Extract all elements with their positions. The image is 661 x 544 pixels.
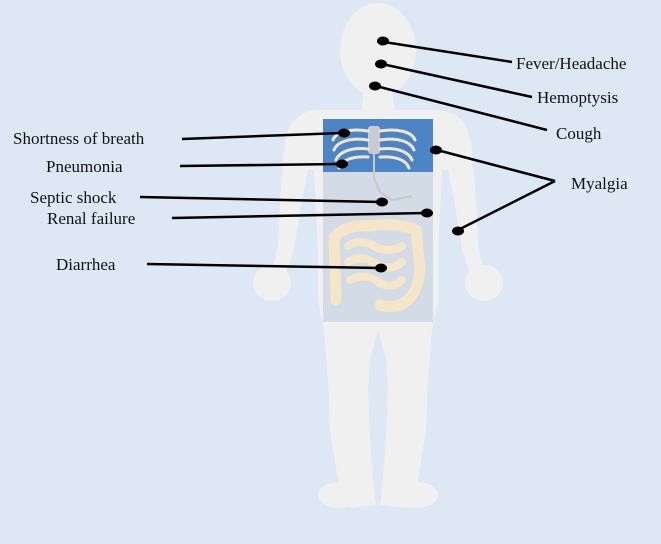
marker-fever-headache (377, 36, 389, 46)
connector-lines (139, 40, 556, 270)
label-shortness-of-breath: Shortness of breath (13, 129, 145, 148)
label-renal-failure: Renal failure (47, 209, 135, 228)
label-myalgia: Myalgia (571, 174, 628, 193)
label-septic-shock: Septic shock (30, 188, 117, 207)
marker-pneumonia (336, 159, 348, 169)
esophagus (373, 154, 413, 202)
label-cough: Cough (556, 124, 602, 143)
symptom-markers (336, 36, 464, 273)
marker-hemoptysis (375, 59, 387, 69)
label-fever-headache: Fever/Headache (516, 54, 626, 73)
label-pneumonia: Pneumonia (46, 157, 123, 176)
rib-cage-icon (331, 126, 417, 170)
symptom-labels: Fever/Headache Hemoptysis Cough Myalgia … (13, 54, 628, 274)
label-diarrhea: Diarrhea (56, 255, 116, 274)
marker-myalgia-shoulder (430, 145, 442, 155)
marker-shortness-of-breath (338, 128, 350, 138)
marker-myalgia-arm (452, 226, 464, 236)
label-hemoptysis: Hemoptysis (537, 88, 618, 107)
marker-renal-failure (421, 208, 433, 218)
marker-cough (369, 81, 381, 91)
marker-diarrhea (375, 263, 387, 273)
marker-septic-shock (376, 197, 388, 207)
intestine-icon (328, 219, 426, 313)
